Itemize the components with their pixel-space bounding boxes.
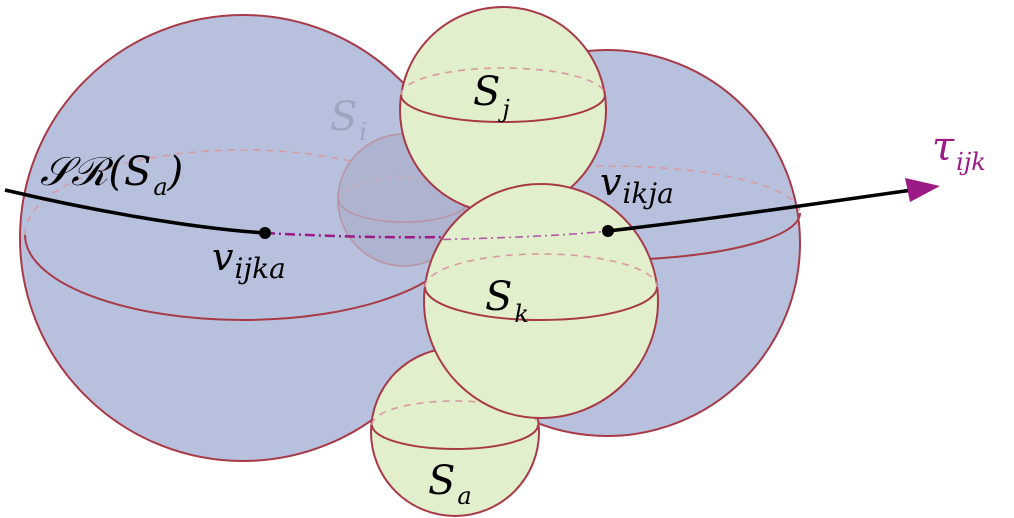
label-s-k: Sk — [485, 274, 529, 328]
label-v-ijka: vijka — [212, 235, 286, 285]
label-v-ikja: vikja — [600, 160, 674, 210]
vertex-v-ikja — [602, 225, 614, 237]
vertex-v-ijka — [259, 227, 271, 239]
label-sr-sa: 𝒮ℛ(Sa) — [40, 149, 183, 201]
label-tau-ijk: τijk — [932, 124, 986, 176]
trajectory-out — [607, 178, 940, 233]
sphere-s-k — [423, 183, 659, 419]
label-s-a: Sa — [428, 458, 472, 510]
label-s-i: Si — [330, 94, 367, 146]
arrow-right-icon — [905, 178, 940, 202]
